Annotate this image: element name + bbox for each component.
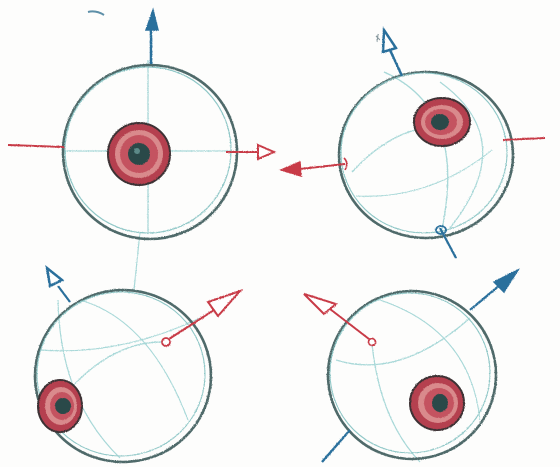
pupil xyxy=(55,398,71,414)
construction-curve xyxy=(80,300,188,420)
blue-arrowhead xyxy=(146,10,158,30)
connector-line xyxy=(134,232,140,290)
red-axis xyxy=(330,309,369,339)
pupil xyxy=(432,394,448,412)
red-arrowhead xyxy=(208,291,240,316)
red-axis-left xyxy=(300,164,345,169)
red-axis-left xyxy=(8,145,64,147)
blue-arrowhead xyxy=(494,270,518,292)
blue-axis-bottom xyxy=(322,430,350,462)
pupil-highlight xyxy=(134,148,140,154)
blue-axis-top xyxy=(390,50,402,76)
eyeball-lower-left-view xyxy=(35,268,240,462)
red-axis-origin xyxy=(162,338,170,346)
stray-mark xyxy=(88,11,104,15)
construction-curve xyxy=(356,150,492,196)
construction-curve xyxy=(58,300,120,458)
red-axis xyxy=(169,310,214,339)
sphere-inner-outline xyxy=(330,293,490,453)
blue-arrowhead xyxy=(47,268,62,286)
construction-curve xyxy=(336,318,470,365)
stray-mark xyxy=(376,34,380,42)
red-arrowhead xyxy=(281,162,301,176)
red-arrowhead xyxy=(258,145,274,159)
eyeball-lower-right-view xyxy=(304,270,518,462)
eyeball-front-view xyxy=(8,10,274,290)
blue-axis xyxy=(58,286,70,302)
blue-axis-top xyxy=(470,285,500,310)
red-axis-right xyxy=(503,138,545,140)
eyeball-upper-right-view xyxy=(281,30,545,258)
construction-curve xyxy=(384,72,448,238)
red-axis-origin xyxy=(369,339,376,346)
pupil xyxy=(431,114,449,130)
pupil xyxy=(128,143,150,165)
blue-arrowhead xyxy=(383,30,396,52)
